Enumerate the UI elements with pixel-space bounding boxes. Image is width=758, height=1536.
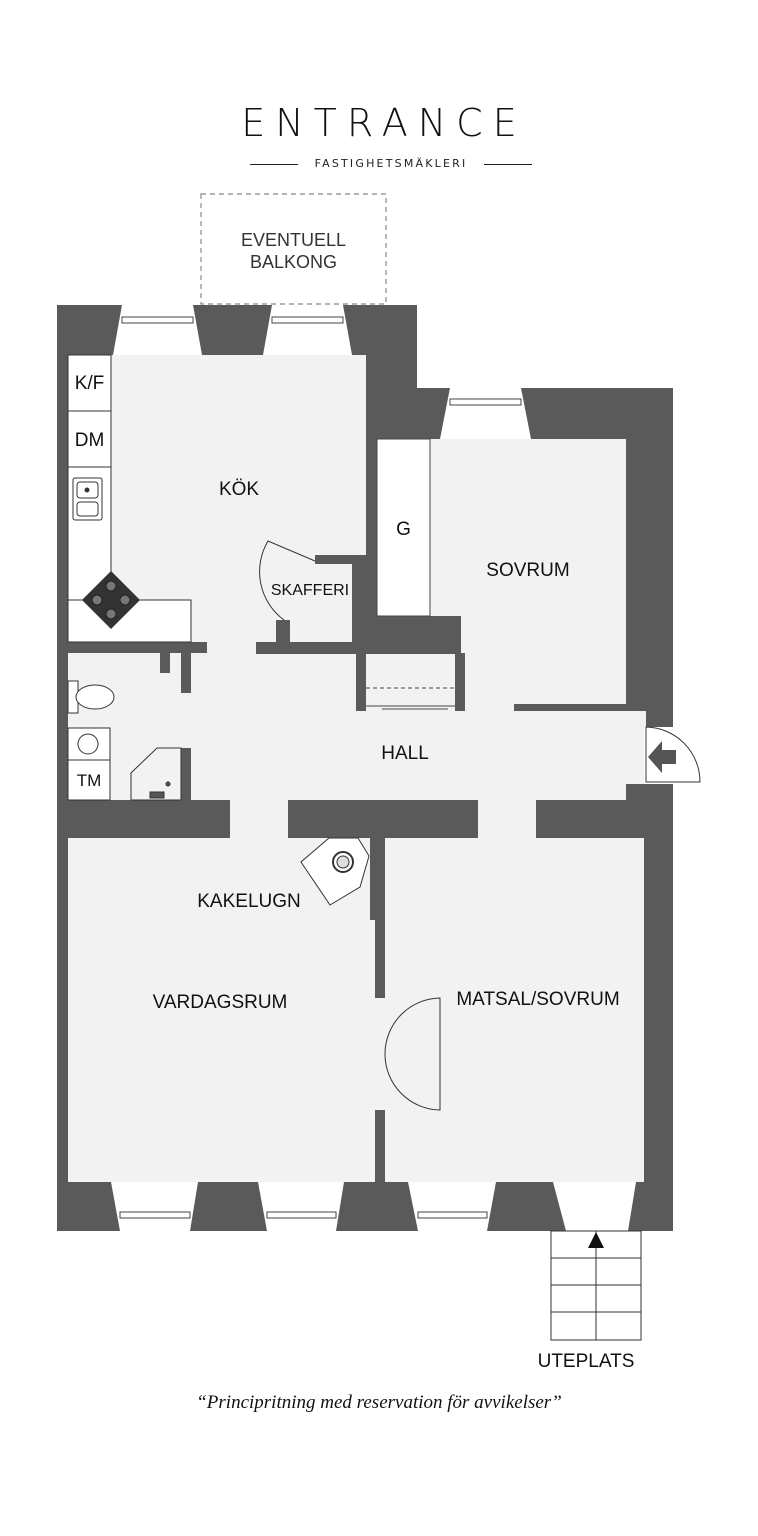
room-label-bedroom: SOVRUM [486, 560, 570, 581]
shower-icon [130, 747, 182, 801]
room-label-dining-bedroom: MATSAL/SOVRUM [456, 989, 620, 1010]
balcony-outline [200, 193, 387, 305]
room-label-hall: HALL [381, 743, 429, 764]
appliance-label-fridge: K/F [74, 373, 105, 394]
pantry-floor [270, 555, 352, 642]
room-label-living-room: VARDAGSRUM [152, 992, 288, 1013]
balcony-label: EVENTUELL BALKONG [240, 230, 347, 272]
disclaimer: “Principritning med reservation för avvi… [196, 1392, 562, 1413]
room-label-pantry: SKAFFERI [270, 582, 350, 599]
living-room-floor [68, 838, 370, 1182]
brand-logo: ENTRANCE FASTIGHETSMÄKLERI [0, 101, 758, 170]
windows [111, 305, 636, 1231]
closet-doors [366, 438, 455, 710]
stove-icon [82, 571, 140, 629]
patio-steps [550, 1230, 642, 1341]
kitchen-counters [67, 354, 192, 643]
washer-box [67, 759, 111, 801]
brand-name: ENTRANCE [241, 101, 527, 145]
appliance-label-washer: TM [76, 771, 102, 790]
appliance-label-dishwasher: DM [74, 430, 105, 451]
label-tiled-stove: KAKELUGN [197, 891, 301, 912]
label-patio: UTEPLATS [537, 1351, 635, 1372]
brand-subtitle: FASTIGHETSMÄKLERI [314, 157, 468, 170]
interior-walls [68, 355, 644, 1182]
dining-room-floor [385, 838, 644, 1182]
entrance-arrow-icon [648, 741, 676, 773]
bathroom-fixtures [67, 680, 182, 801]
room-label-kitchen: KÖK [218, 479, 260, 500]
room-label-wardrobe: G [396, 519, 411, 540]
patio-arrow-icon [588, 1232, 604, 1248]
pantry-door-swing [259, 540, 316, 621]
tiled-stove-icon [300, 837, 370, 906]
double-door [384, 997, 441, 1111]
